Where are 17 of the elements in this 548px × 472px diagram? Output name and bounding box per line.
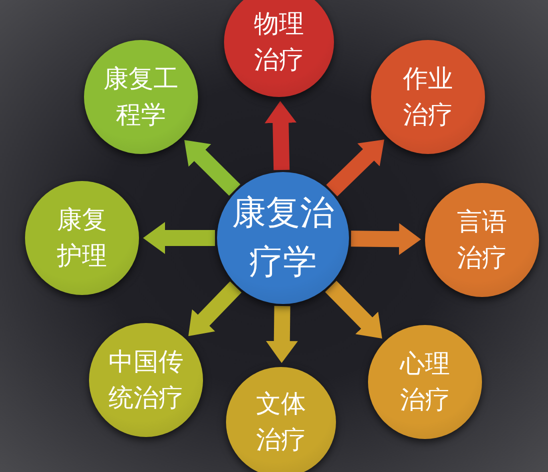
topic-label: 中国传统治疗 <box>108 346 184 414</box>
block-arrow <box>188 281 242 336</box>
topic-label: 心理治疗 <box>398 348 451 416</box>
block-arrow <box>143 222 215 254</box>
block-arrow <box>326 140 384 196</box>
topic-label: 文体治疗 <box>255 388 307 456</box>
block-arrow <box>325 280 382 339</box>
topic-label: 康复治疗学 <box>231 192 335 284</box>
topic-label: 言语治疗 <box>456 206 508 274</box>
topic-label: 作业治疗 <box>402 62 454 131</box>
topic-label: 康复工程学 <box>102 62 180 131</box>
topic-label: 物理治疗 <box>253 8 305 76</box>
block-arrow <box>264 101 297 170</box>
block-arrow <box>350 223 421 256</box>
block-arrow <box>266 306 298 363</box>
block-arrow <box>184 140 240 196</box>
topic-label: 康复护理 <box>56 204 108 272</box>
